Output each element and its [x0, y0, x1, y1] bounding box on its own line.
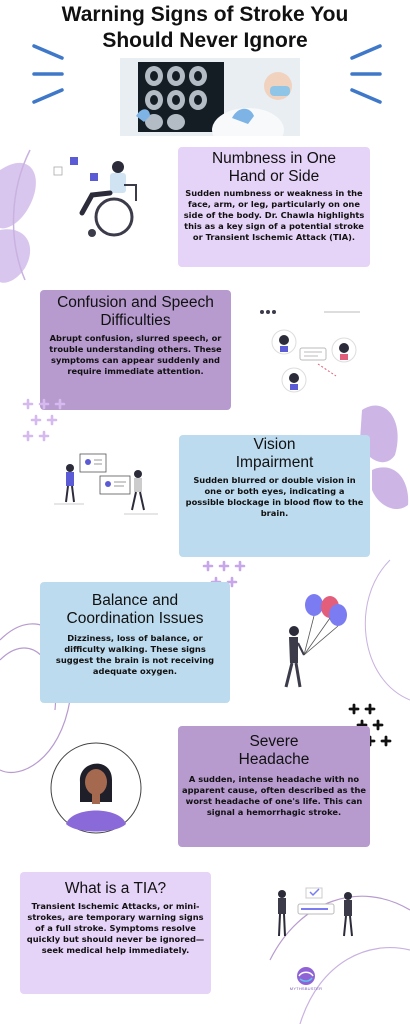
section-card-balance: Balance and Coordination Issues Dizzines…: [40, 582, 230, 703]
left-leaf-decor: [0, 162, 36, 283]
section-body: A sudden, intense headache with no appar…: [182, 774, 366, 817]
section-title: Vision Impairment: [235, 436, 314, 471]
section-body: Sudden numbness or weakness in the face,…: [183, 188, 365, 242]
swirl-line-bottom: [269, 895, 410, 961]
section-title: Confusion and Speech Difficulties: [57, 294, 214, 329]
section-card-numbness: Numbness in One Hand or Side Sudden numb…: [178, 147, 370, 267]
swirl-line-right: [364, 559, 410, 701]
section-title: Numbness in One Hand or Side: [211, 150, 337, 185]
section-title: What is a TIA?: [64, 880, 167, 897]
section-body: Transient Ischemic Attacks, or mini-stro…: [26, 901, 205, 955]
chat-people-icon: [260, 310, 360, 393]
balloons-person-icon: [284, 594, 347, 688]
section-card-headache: Severe Headache A sudden, intense headac…: [178, 726, 370, 847]
section-title: Balance and Coordination Issues: [66, 592, 204, 627]
globe-logo-icon: [297, 967, 315, 985]
title-rays-right: [350, 44, 382, 104]
people-board-icon: [278, 887, 353, 937]
section-body: Dizziness, loss of balance, or difficult…: [55, 633, 215, 676]
swirl-line-bottom-2: [299, 946, 410, 1024]
plus-pattern-decor: [22, 398, 66, 442]
section-card-tia: What is a TIA? Transient Ischemic Attack…: [20, 872, 211, 994]
left-vine-decor: [12, 149, 31, 281]
wheelchair-person-icon: [53, 157, 137, 237]
section-body: Sudden blurred or double vision in one o…: [185, 475, 364, 518]
doctor-scan-photo: [120, 58, 300, 136]
title-rays-left: [32, 44, 64, 104]
section-card-vision: Vision Impairment Sudden blurred or doub…: [179, 435, 370, 557]
logo-text: MYTHSBUSTER: [289, 986, 323, 991]
page-title: Warning Signs of Stroke You Should Never…: [61, 3, 349, 52]
section-title: Severe Headache: [238, 733, 310, 768]
section-card-confusion: Confusion and Speech Difficulties Abrupt…: [40, 290, 231, 410]
presentation-people-icon: [54, 453, 158, 515]
section-body: Abrupt confusion, slurred speech, or tro…: [49, 333, 222, 376]
woman-portrait-icon: [50, 742, 142, 834]
